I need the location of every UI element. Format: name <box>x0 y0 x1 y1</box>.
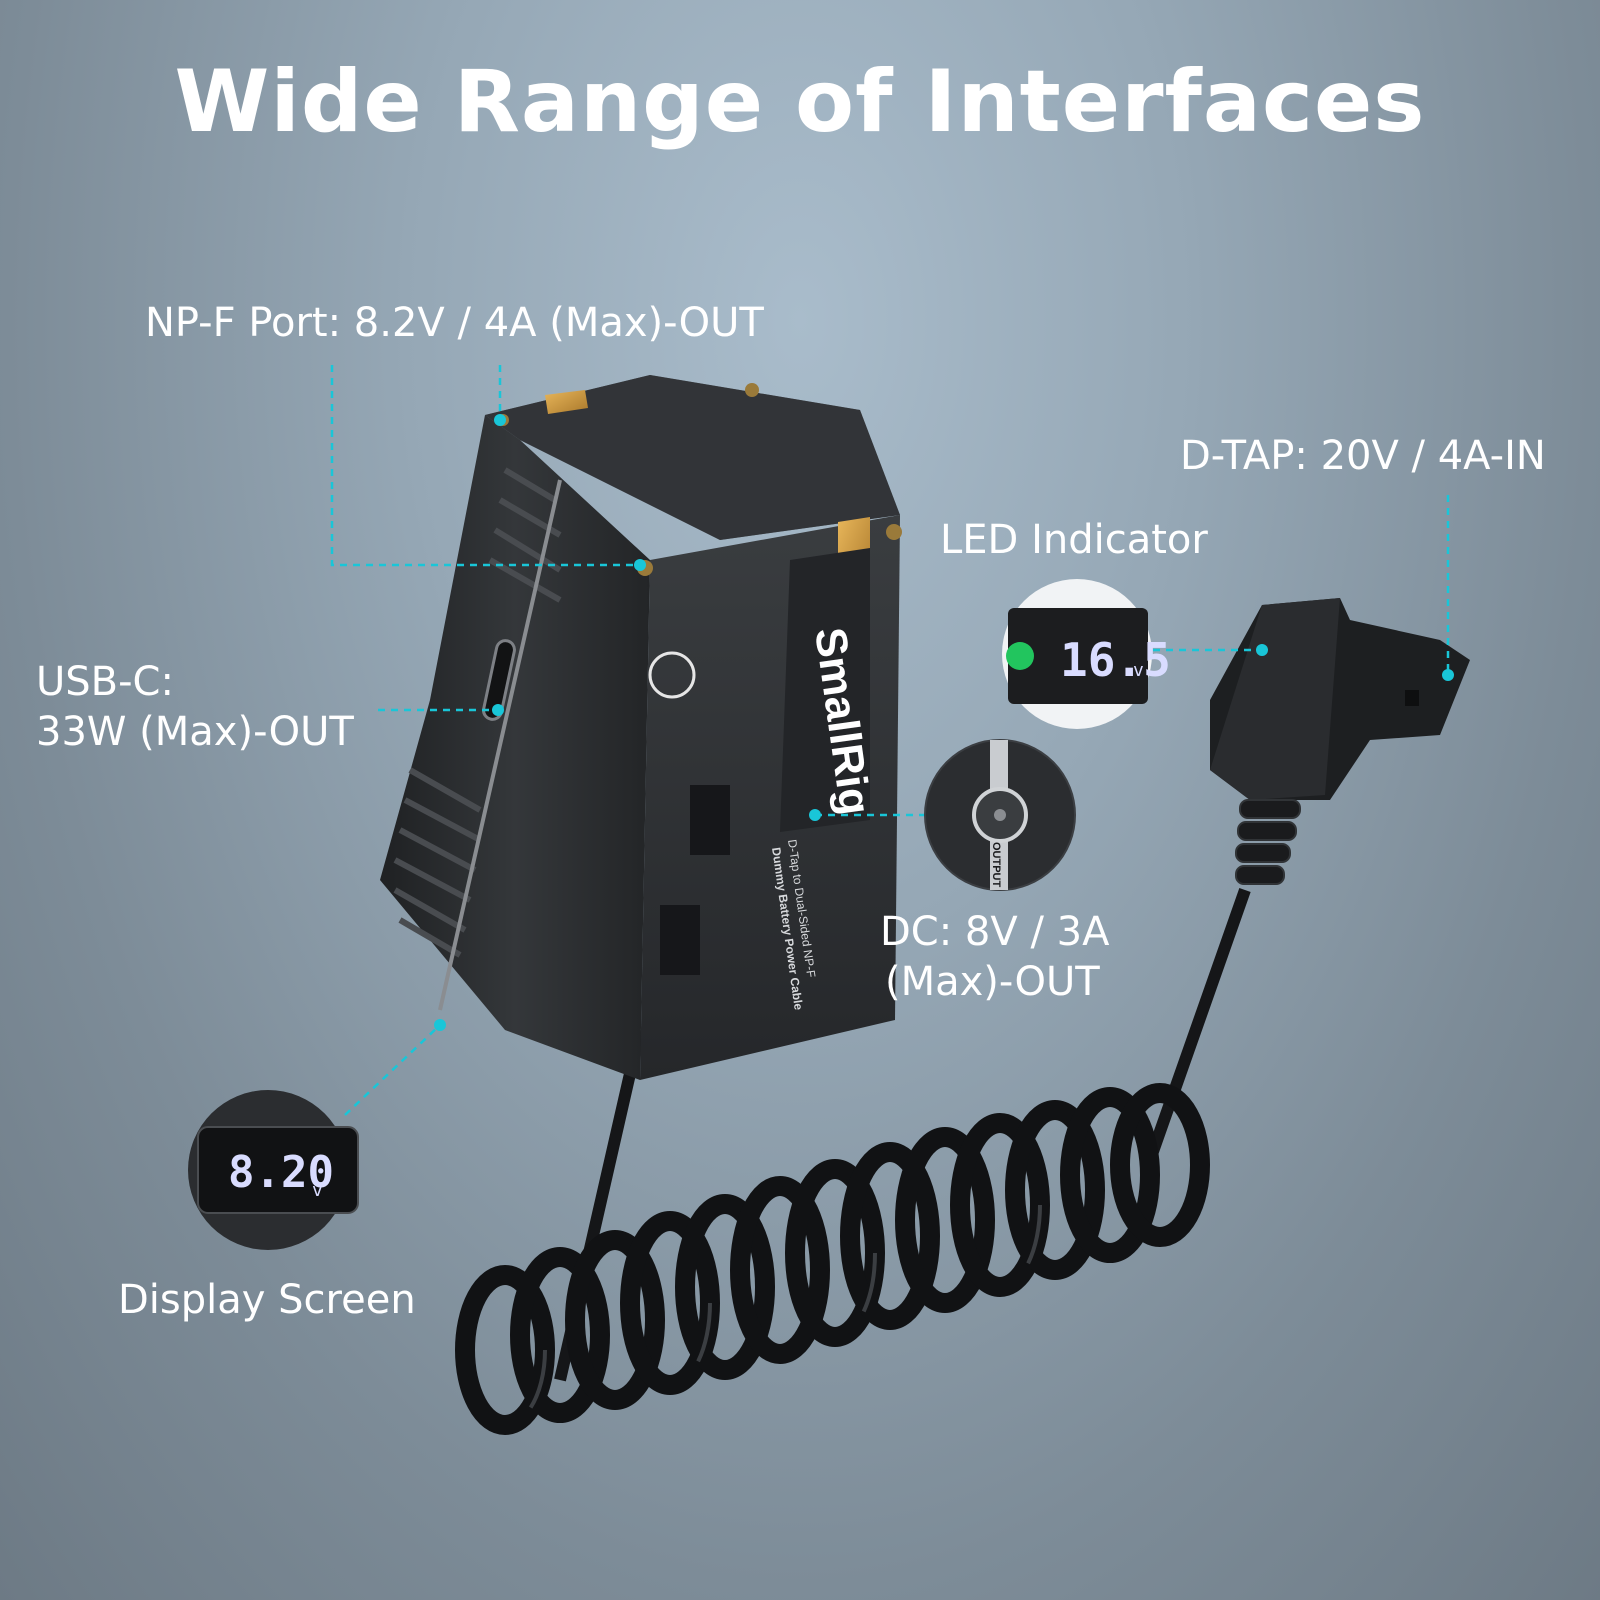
dtap-label: D-TAP: 20V / 4A-IN <box>1180 433 1546 479</box>
npf-port-label: NP-F Port: 8.2V / 4A (Max)-OUT <box>145 300 764 346</box>
output-port-label: OUTPUT <box>990 842 1002 888</box>
dc-output-zoom: OUTPUT <box>924 739 1076 891</box>
led-green-dot <box>1006 642 1034 670</box>
dc-port-icon <box>994 809 1006 821</box>
led-indicator-label: LED Indicator <box>940 517 1208 563</box>
dtap-connector <box>1210 598 1470 885</box>
callout-lines <box>330 365 1450 1116</box>
usbc-label-line1: USB-C: <box>36 659 174 705</box>
dc-label-line2: (Max)-OUT <box>885 959 1100 1005</box>
led-indicator-zoom: 16.5 v <box>1002 579 1171 729</box>
display-screen-zoom: 8.20 v <box>188 1090 359 1250</box>
led-reading: 16.5 <box>1060 633 1171 687</box>
display-reading: 8.20 <box>228 1147 334 1198</box>
callout-dots <box>434 414 1454 1031</box>
display-screen-label: Display Screen <box>118 1277 416 1323</box>
led-unit: v <box>1133 660 1144 681</box>
usbc-port <box>482 639 516 721</box>
usbc-label-line2: 33W (Max)-OUT <box>36 709 354 755</box>
dc-label-line1: DC: 8V / 3A <box>880 909 1110 955</box>
display-unit: v <box>312 1180 323 1201</box>
page-title: Wide Range of Interfaces <box>174 52 1426 152</box>
dummy-battery-body: SmallRig D-Tap to Dual-Sided NP-F Dummy … <box>380 375 902 1080</box>
brand-emblem-icon <box>648 651 696 699</box>
coiled-cable <box>455 888 1251 1435</box>
